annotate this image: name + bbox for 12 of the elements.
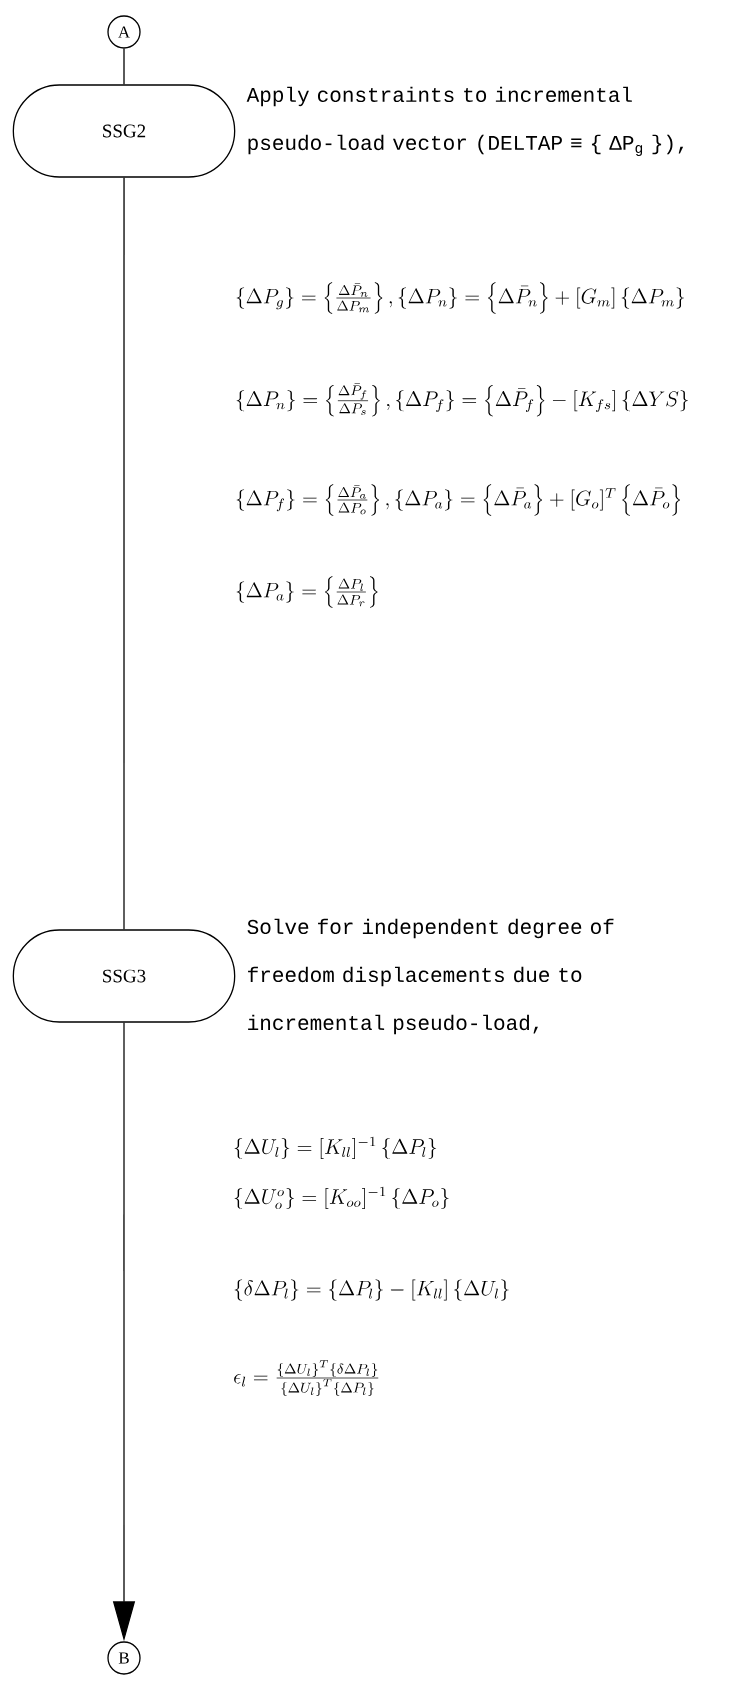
equation: $\left\{\Delta P_n\right\} = \left\{\frac{\Delta\bar{P}_f}{\Delta P_s}\right\}, \left\{\Delta P_f\right\} = \left\{\Delta\bar{P}_f\right\} - [K_{fs}]\left\{\Delta YS\right\}$ [236, 383, 688, 417]
description-text: Solve for independent degree of freedom displacements due to incremental pseudo-load, [247, 918, 614, 1035]
flow-line [123, 177, 125, 930]
equation: $\left\{\Delta P_f\right\} = \left\{\frac{\Delta\bar{P}_a}{\Delta P_o}\right\}, \left\{\Delta P_a\right\} = \left\{\Delta\bar{P}_a\right\} + [G_o]^T\left\{\Delta\bar{P}_o\right\}$ [236, 484, 680, 516]
equation: $\left\{\delta\Delta P_l\right\} = \left\{\Delta P_l\right\} - [K_{ll}]\left\{\Delta U_l\right\}$ [234, 1279, 509, 1301]
description-text: Apply constraints to incremental pseudo-load vector (DELTAP ≡ { ΔP$_{g}$ }), [246, 86, 684, 156]
equation: $\left\{\Delta P_a\right\} = \left\{\frac{\Delta P_l}{\Delta P_r}\right\}$ [236, 576, 378, 608]
equation: $\epsilon_l = \frac{\left\{\Delta U_l\right\}^T\left\{\delta\Delta P_l\right\}}{\left\{\Delta U_l\right\}^T\left\{\Delta P_l\right\}}$ [234, 1360, 379, 1396]
equation: $\left\{\Delta U_o^o\right\} = [K_{oo}]^{-1}\left\{\Delta P_o\right\}$ [234, 1186, 449, 1210]
flow-line [123, 48, 125, 85]
equation: $\left\{\Delta P_g\right\} = \left\{\frac{\Delta\bar{P}_n}{\Delta P_m}\right\}, \left\{\Delta P_n\right\} = \left\{\Delta\bar{P}_n\right\} + [G_m]\left\{\Delta P_m\right\}$ [236, 282, 685, 314]
equation: $\left\{\Delta U_l\right\} = [K_{ll}]^{-1}\left\{\Delta P_l\right\}$ [234, 1136, 437, 1159]
